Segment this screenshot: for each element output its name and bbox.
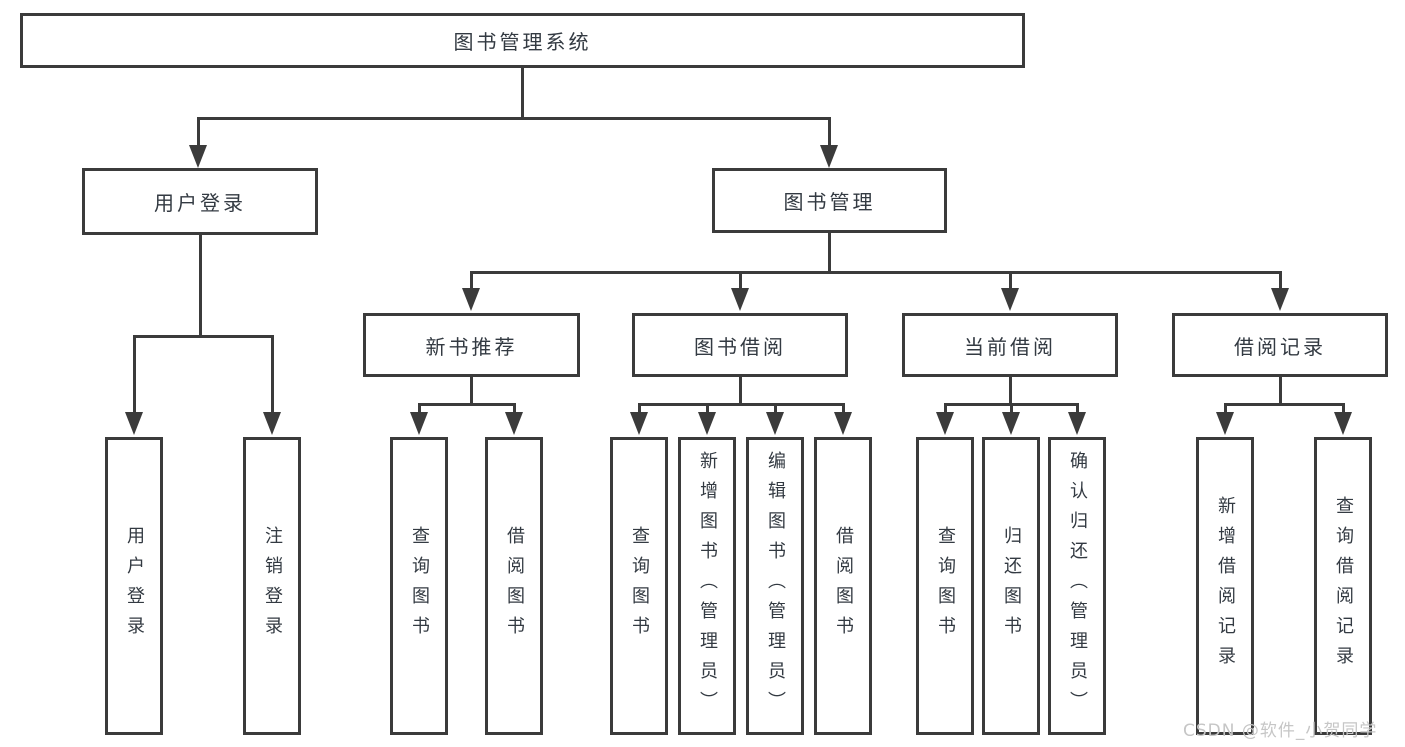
leaf-label: 新增借阅记录 (1215, 496, 1236, 676)
arrowhead-down-icon (766, 412, 784, 435)
leaf-edit-books-admin: 编辑图书（管理员） (746, 437, 804, 735)
connector-line (1076, 403, 1079, 414)
connector-line (638, 403, 845, 406)
node-book-management: 图书管理 (712, 168, 947, 233)
connector-line (828, 117, 831, 147)
connector-line (1224, 403, 1227, 414)
arrowhead-down-icon (731, 288, 749, 311)
leaf-add-books-admin: 新增图书（管理员） (678, 437, 736, 735)
leaf-query-books-recommend: 查询图书 (390, 437, 448, 735)
leaf-query-books-borrow: 查询图书 (610, 437, 668, 735)
connector-line (1224, 403, 1345, 406)
connector-line (1279, 271, 1282, 290)
node-library-management-system: 图书管理系统 (20, 13, 1025, 68)
leaf-label: 查询图书 (935, 526, 956, 646)
connector-line (1009, 377, 1012, 405)
connector-line (842, 403, 845, 414)
leaf-label: 新增图书（管理员） (697, 451, 718, 721)
connector-line (133, 335, 136, 414)
leaf-borrow-books-recommend: 借阅图书 (485, 437, 543, 735)
connector-line (638, 403, 641, 414)
connector-line (133, 335, 274, 338)
arrowhead-down-icon (1001, 288, 1019, 311)
connector-line (418, 403, 421, 414)
node-current-borrowing: 当前借阅 (902, 313, 1118, 377)
leaf-label: 确认归还（管理员） (1067, 451, 1088, 721)
node-label: 新书推荐 (425, 334, 518, 359)
connector-line (706, 403, 709, 414)
arrowhead-down-icon (125, 412, 143, 435)
connector-line (513, 403, 516, 414)
node-label: 图书管理 (783, 190, 876, 214)
leaf-label: 编辑图书（管理员） (765, 451, 786, 721)
node-book-borrowing: 图书借阅 (632, 313, 848, 377)
connector-line (774, 403, 777, 414)
connector-line (521, 68, 524, 118)
leaf-borrow-books: 借阅图书 (814, 437, 872, 735)
csdn-watermark: CSDN @软件_小贺同学 (1183, 721, 1378, 741)
leaf-label: 查询借阅记录 (1333, 496, 1354, 676)
leaf-label: 注销登录 (262, 526, 283, 646)
node-label: 当前借阅 (964, 334, 1056, 359)
arrowhead-down-icon (263, 412, 281, 435)
connector-line (1009, 271, 1012, 290)
node-label: 用户登录 (154, 191, 246, 215)
connector-line (470, 271, 1281, 274)
arrowhead-down-icon (505, 412, 523, 435)
leaf-label: 借阅图书 (504, 526, 525, 646)
arrowhead-down-icon (820, 145, 838, 168)
node-label: 借阅记录 (1234, 334, 1326, 359)
leaf-logout: 注销登录 (243, 437, 301, 735)
leaf-label: 查询图书 (409, 526, 430, 646)
connector-line (739, 377, 742, 405)
node-label: 图书借阅 (694, 334, 786, 359)
arrowhead-down-icon (1068, 412, 1086, 435)
arrowhead-down-icon (630, 412, 648, 435)
leaf-confirm-return-admin: 确认归还（管理员） (1048, 437, 1106, 735)
connector-line (739, 271, 742, 290)
arrowhead-down-icon (936, 412, 954, 435)
leaf-return-books: 归还图书 (982, 437, 1040, 735)
arrowhead-down-icon (1334, 412, 1352, 435)
connector-line (197, 117, 200, 147)
connector-line (1342, 403, 1345, 414)
node-borrowing-records: 借阅记录 (1172, 313, 1388, 377)
connector-line (944, 403, 947, 414)
leaf-label: 用户登录 (124, 526, 145, 646)
arrowhead-down-icon (698, 412, 716, 435)
node-label: 图书管理系统 (453, 30, 592, 54)
leaf-label: 归还图书 (1001, 526, 1022, 646)
arrowhead-down-icon (462, 288, 480, 311)
node-user-login: 用户登录 (82, 168, 318, 235)
leaf-label: 查询图书 (629, 526, 650, 646)
connector-line (199, 235, 202, 337)
connector-line (1010, 403, 1013, 414)
connector-line (1279, 377, 1282, 405)
leaf-query-books-current: 查询图书 (916, 437, 974, 735)
arrowhead-down-icon (189, 145, 207, 168)
connector-line (271, 335, 274, 414)
arrowhead-down-icon (1002, 412, 1020, 435)
leaf-add-borrow-record: 新增借阅记录 (1196, 437, 1254, 735)
leaf-user-login: 用户登录 (105, 437, 163, 735)
connector-line (470, 377, 473, 405)
connector-line (418, 403, 516, 406)
arrowhead-down-icon (410, 412, 428, 435)
connector-line (470, 271, 473, 290)
leaf-label: 借阅图书 (833, 526, 854, 646)
connector-line (197, 117, 831, 120)
connector-line (828, 233, 831, 273)
arrowhead-down-icon (1271, 288, 1289, 311)
arrowhead-down-icon (834, 412, 852, 435)
arrowhead-down-icon (1216, 412, 1234, 435)
node-new-book-recommend: 新书推荐 (363, 313, 580, 377)
leaf-query-borrow-record: 查询借阅记录 (1314, 437, 1372, 735)
